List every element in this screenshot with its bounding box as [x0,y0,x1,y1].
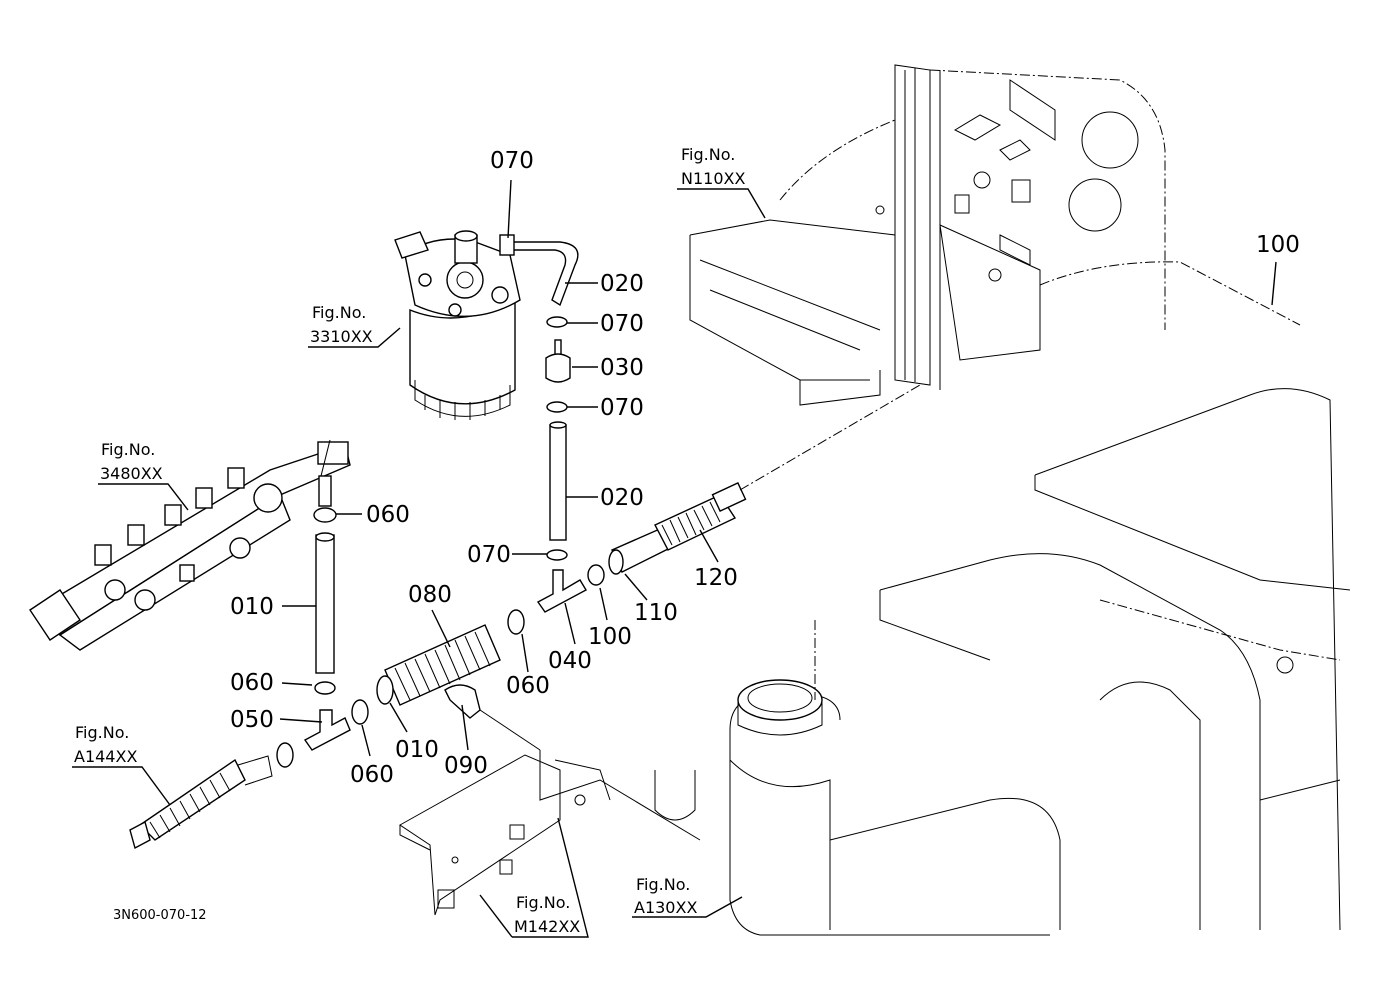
hose-010-left-shape [315,534,335,674]
fig-3480-label: Fig.No. [101,440,155,459]
clamp-070-b-shape [546,401,568,413]
bracket-drawing [399,750,701,916]
figure-leaders [72,188,766,938]
fig-n110-code[interactable]: N110XX [681,169,745,188]
fig-3310-code[interactable]: 3310XX [310,327,373,346]
clamp-070-top-shape [499,234,515,256]
tee-joint-040-shape [536,569,587,613]
fig-n110-label: Fig.No. [681,145,735,164]
callout-020-upper[interactable]: 020 [600,271,644,297]
fig-a130-code[interactable]: A130XX [634,898,697,917]
callout-120[interactable]: 120 [694,565,738,591]
check-valve-030-shape [545,353,571,383]
callout-010-left[interactable]: 010 [230,594,274,620]
callout-060-bottom[interactable]: 060 [350,762,394,788]
callout-060-mid[interactable]: 060 [506,673,550,699]
callout-070-top[interactable]: 070 [490,148,534,174]
fuel-filter-drawing [394,230,521,420]
fuel-rail-drawing [29,439,351,651]
injector-ports [94,467,245,582]
fig-m142-label: Fig.No. [516,893,570,912]
callout-090[interactable]: 090 [444,753,488,779]
callout-050[interactable]: 050 [230,707,274,733]
tee-050-shape [303,709,351,751]
callout-070-a[interactable]: 070 [600,311,644,337]
callout-060-upper[interactable]: 060 [366,502,410,528]
fuel-tank-drawing [729,388,1351,936]
fig-a144-code[interactable]: A144XX [74,747,137,766]
callout-060-lower[interactable]: 060 [230,670,274,696]
hose-assembly [129,234,921,850]
callout-100-right[interactable]: 100 [1256,232,1300,258]
drawing-code: 3N600-070-12 [113,908,207,923]
corrugated-hose-a144-shape [129,755,273,850]
hose-020-lower-shape [549,424,567,541]
callout-040[interactable]: 040 [548,648,592,674]
fig-a144-label: Fig.No. [75,723,129,742]
fig-3480-code[interactable]: 3480XX [100,464,163,483]
callout-030[interactable]: 030 [600,355,644,381]
callout-110[interactable]: 110 [634,600,678,626]
callout-labels: 070 020 070 030 070 020 070 100 060 010 … [230,148,1300,788]
corrugated-hose-080-shape [384,624,501,706]
callout-100-mid[interactable]: 100 [588,624,632,650]
leader-lines [279,179,1277,757]
fig-m142-code[interactable]: M142XX [514,917,580,936]
clamp-070-a-shape [546,316,568,328]
callout-070-b[interactable]: 070 [600,395,644,421]
callout-010-bottom[interactable]: 010 [395,737,439,763]
callout-020-lower[interactable]: 020 [600,485,644,511]
callout-070-left[interactable]: 070 [467,542,511,568]
figure-references: Fig.No. N110XX Fig.No. 3310XX Fig.No. 34… [74,145,745,936]
fig-a130-label: Fig.No. [636,875,690,894]
frame-bracket-drawing [689,64,1301,406]
corrugated-hose-120-shape [654,481,747,551]
fig-3310-label: Fig.No. [312,303,366,322]
clamp-090-shape [444,684,481,719]
callout-080[interactable]: 080 [408,582,452,608]
